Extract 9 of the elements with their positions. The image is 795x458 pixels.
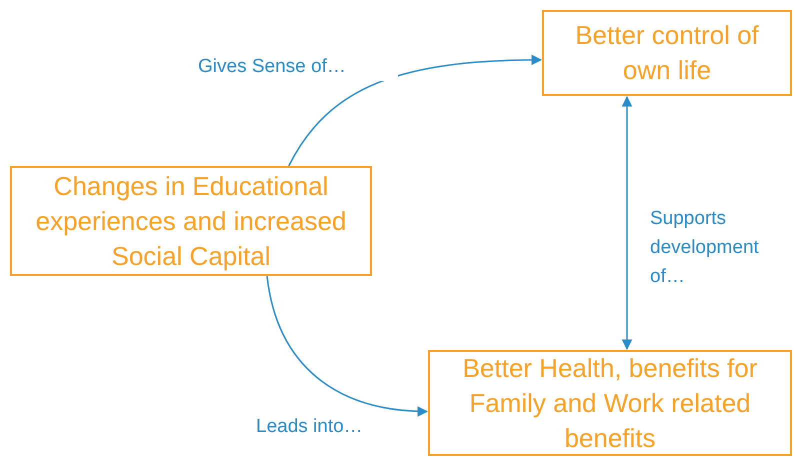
arrow — [622, 96, 632, 350]
arrow — [288, 54, 542, 166]
box-text: Changes in Educational experiences and increased Social Capital — [34, 170, 348, 272]
process-box — [428, 350, 792, 456]
process-box — [10, 166, 372, 276]
box-text: Better control of own life — [574, 19, 760, 87]
box-text: Better Health, benefits for Family and Work related benefits — [462, 352, 758, 454]
process-box — [542, 10, 792, 96]
arrow — [266, 276, 428, 416]
